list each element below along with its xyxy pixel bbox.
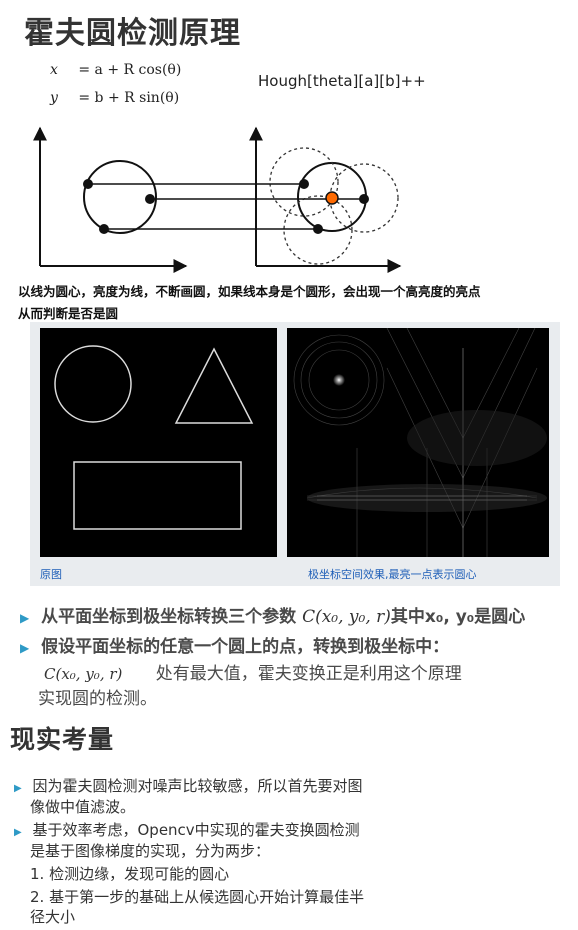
item-2-line-2: 是基于图像梯度的实现，分为两步： bbox=[30, 842, 271, 860]
section-title: 现实考量 bbox=[10, 725, 115, 754]
formula-y: y = b + R sin(θ) bbox=[50, 90, 180, 106]
bullet-2: ▶ 假设平面坐标的任意一个圆上的点，转换到极坐标中： bbox=[20, 637, 450, 657]
note-line-2: 从而判断是否是圆 bbox=[18, 306, 119, 321]
edge-point-2 bbox=[145, 194, 155, 204]
original-triangle-shape bbox=[174, 347, 254, 424]
item-1-marker-icon: ▶ bbox=[14, 783, 22, 794]
bullet-2-line-3: 实现圆的检测。 bbox=[38, 689, 157, 709]
vote-center-1 bbox=[299, 179, 309, 189]
item-2: ▶ 基于效率考虑，Opencv中实现的霍夫变换圆检测 bbox=[14, 821, 360, 839]
vote-center-2 bbox=[359, 194, 369, 204]
bullet-1: ▶ 从平面坐标到极坐标转换三个参数 C(x₀, y₀, r)其中x₀, y₀是圆… bbox=[20, 607, 526, 627]
vote-center-3 bbox=[313, 224, 323, 234]
item-2-step-1: 1. 检测边缘，发现可能的圆心 bbox=[30, 865, 230, 883]
hough-accumulator-text: Hough[theta][a][b]++ bbox=[258, 72, 426, 90]
caption-original: 原图 bbox=[40, 568, 62, 581]
formula-x: x = a + R cos(θ) bbox=[50, 62, 182, 78]
polar-space-image bbox=[287, 328, 549, 557]
bullet-2-marker-icon: ▶ bbox=[20, 641, 30, 655]
page-title: 霍夫圆检测原理 bbox=[24, 16, 241, 51]
note-line-1: 以线为圆心，亮度为线，不断画圆，如果线本身是个圆形，会出现一个高亮度的亮点 bbox=[18, 284, 481, 299]
bullet-2-line-2: C(x₀, y₀, r) 处有最大值，霍夫变换正是利用这个原理 bbox=[44, 664, 462, 684]
item-2-step-2: 2. 基于第一步的基础上从候选圆心开始计算最佳半 bbox=[30, 888, 365, 906]
vote-circle-3 bbox=[283, 195, 353, 265]
caption-polar: 极坐标空间效果,最亮一点表示圆心 bbox=[308, 568, 477, 581]
brightest-center-point bbox=[333, 374, 345, 386]
item-1: ▶ 因为霍夫圆检测对噪声比较敏感，所以首先要对图 bbox=[14, 777, 363, 795]
bullet-1-marker-icon: ▶ bbox=[20, 611, 30, 625]
original-rectangle-shape bbox=[73, 461, 242, 530]
item-2-step-3: 径大小 bbox=[30, 908, 76, 926]
item-2-marker-icon: ▶ bbox=[14, 827, 22, 838]
hough-circle-diagram bbox=[33, 126, 402, 273]
original-image bbox=[40, 328, 277, 557]
edge-point-3 bbox=[99, 224, 109, 234]
original-circle-shape bbox=[54, 345, 132, 423]
item-1-line-2: 像做中值滤波。 bbox=[30, 798, 136, 816]
source-circle bbox=[83, 160, 157, 234]
vote-circle-1 bbox=[269, 147, 339, 217]
vote-circle-2 bbox=[329, 163, 399, 233]
detected-center-point bbox=[325, 191, 339, 205]
edge-point-1 bbox=[83, 179, 93, 189]
